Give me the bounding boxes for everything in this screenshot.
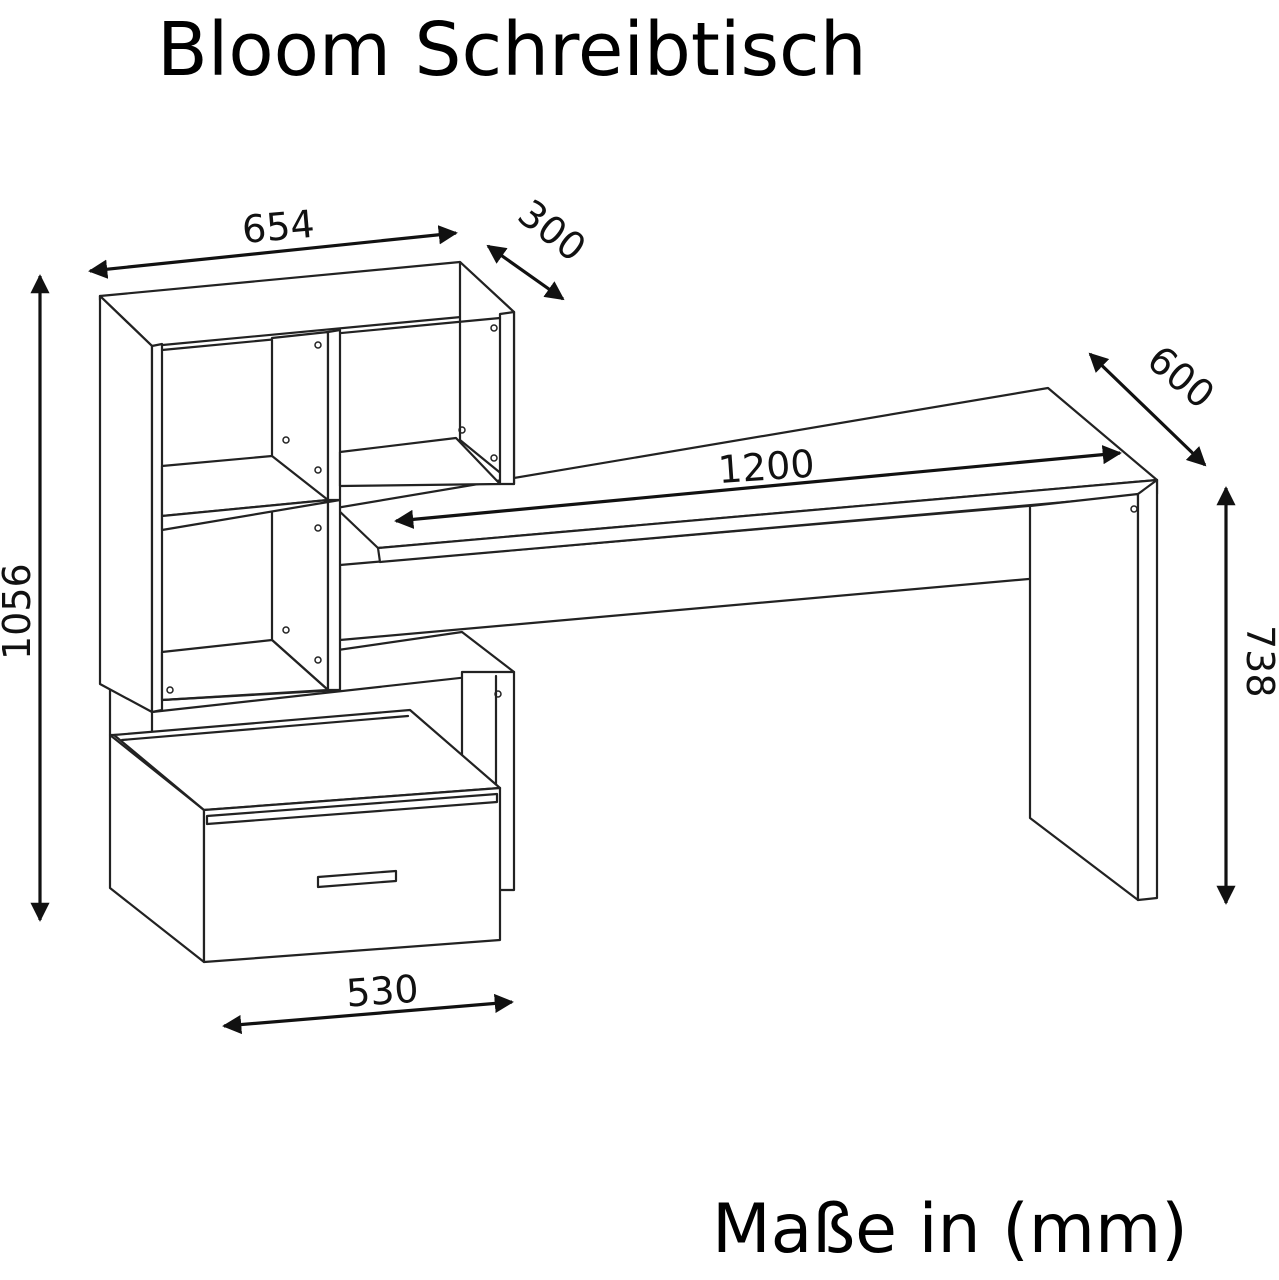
dim-line-600 — [1088, 352, 1207, 467]
dim-line-530 — [222, 993, 514, 1035]
shelf-unit — [98, 260, 516, 714]
dim-label-1200: 1200 — [717, 442, 817, 493]
units-note: Maße in (mm) — [712, 1190, 1188, 1269]
dim-label-738: 738 — [1238, 625, 1279, 698]
page-title: Bloom Schreibtisch — [157, 7, 867, 93]
dim-label-1056: 1056 — [0, 563, 39, 660]
dimension-lines — [30, 225, 1236, 1035]
dim-line-1200 — [394, 445, 1122, 529]
dim-label-600: 600 — [1139, 337, 1223, 417]
dim-line-300 — [486, 244, 565, 301]
drawer-handle — [316, 869, 398, 889]
dim-line-654 — [88, 225, 458, 279]
dim-label-300: 300 — [510, 191, 594, 270]
dim-label-654: 654 — [240, 202, 316, 252]
dim-label-530: 530 — [345, 967, 420, 1016]
